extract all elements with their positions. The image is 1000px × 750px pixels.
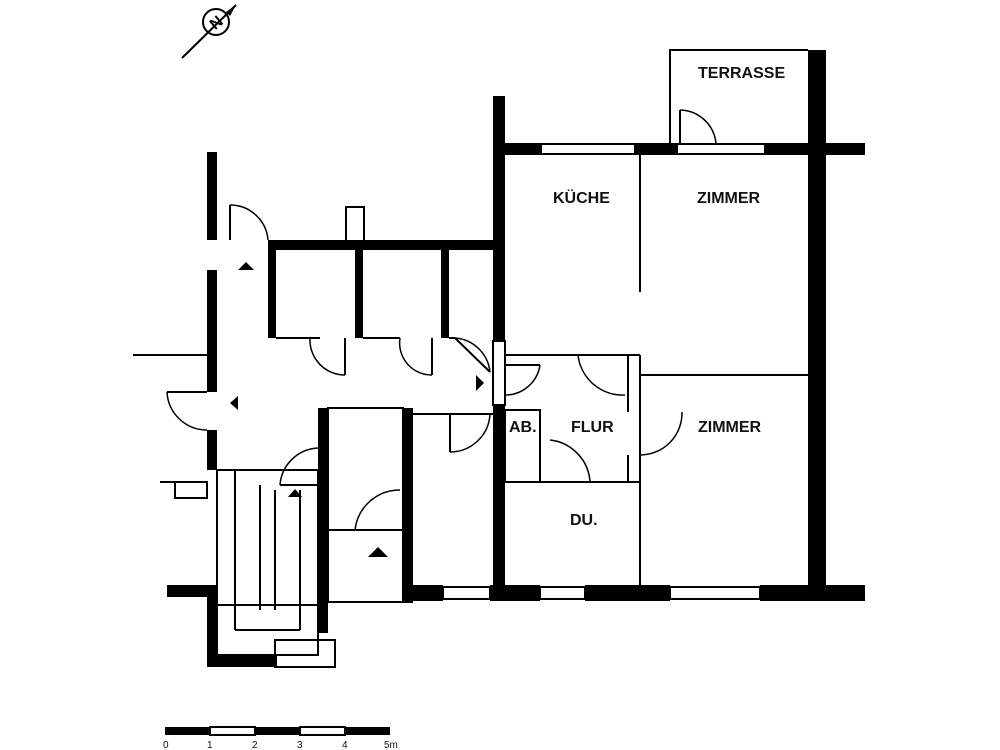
room-label-dusche: DU. (570, 512, 598, 529)
room-label-kueche: KÜCHE (553, 188, 610, 207)
walls (167, 50, 865, 667)
entry-arrow-icon (230, 396, 238, 410)
room-label-zimmer-top: ZIMMER (697, 190, 761, 207)
room-label-abstell: AB. (509, 419, 537, 436)
scale-label: 2 (252, 740, 258, 750)
entry-arrows (230, 262, 484, 557)
scale-label: 0 (163, 740, 169, 750)
entry-arrow-icon (368, 547, 388, 557)
doors (166, 109, 717, 531)
entry-arrow-icon (238, 262, 254, 270)
scale-label: 3 (297, 740, 303, 750)
room-label-flur: FLUR (571, 419, 614, 436)
scale-label: 4 (342, 740, 348, 750)
interior-walls (133, 49, 808, 668)
room-label-terrasse: TERRASSE (698, 65, 785, 82)
entry-arrow-icon (476, 375, 484, 391)
scale-label: 1 (207, 740, 213, 750)
entry-arrow-icon (288, 489, 302, 497)
room-label-zimmer-bottom: ZIMMER (698, 419, 762, 436)
north-arrow-icon: N (181, 4, 237, 59)
scale-bar: 0 1 2 3 4 5m (163, 726, 398, 750)
scale-label: 5m (384, 740, 398, 750)
windows (442, 143, 766, 600)
